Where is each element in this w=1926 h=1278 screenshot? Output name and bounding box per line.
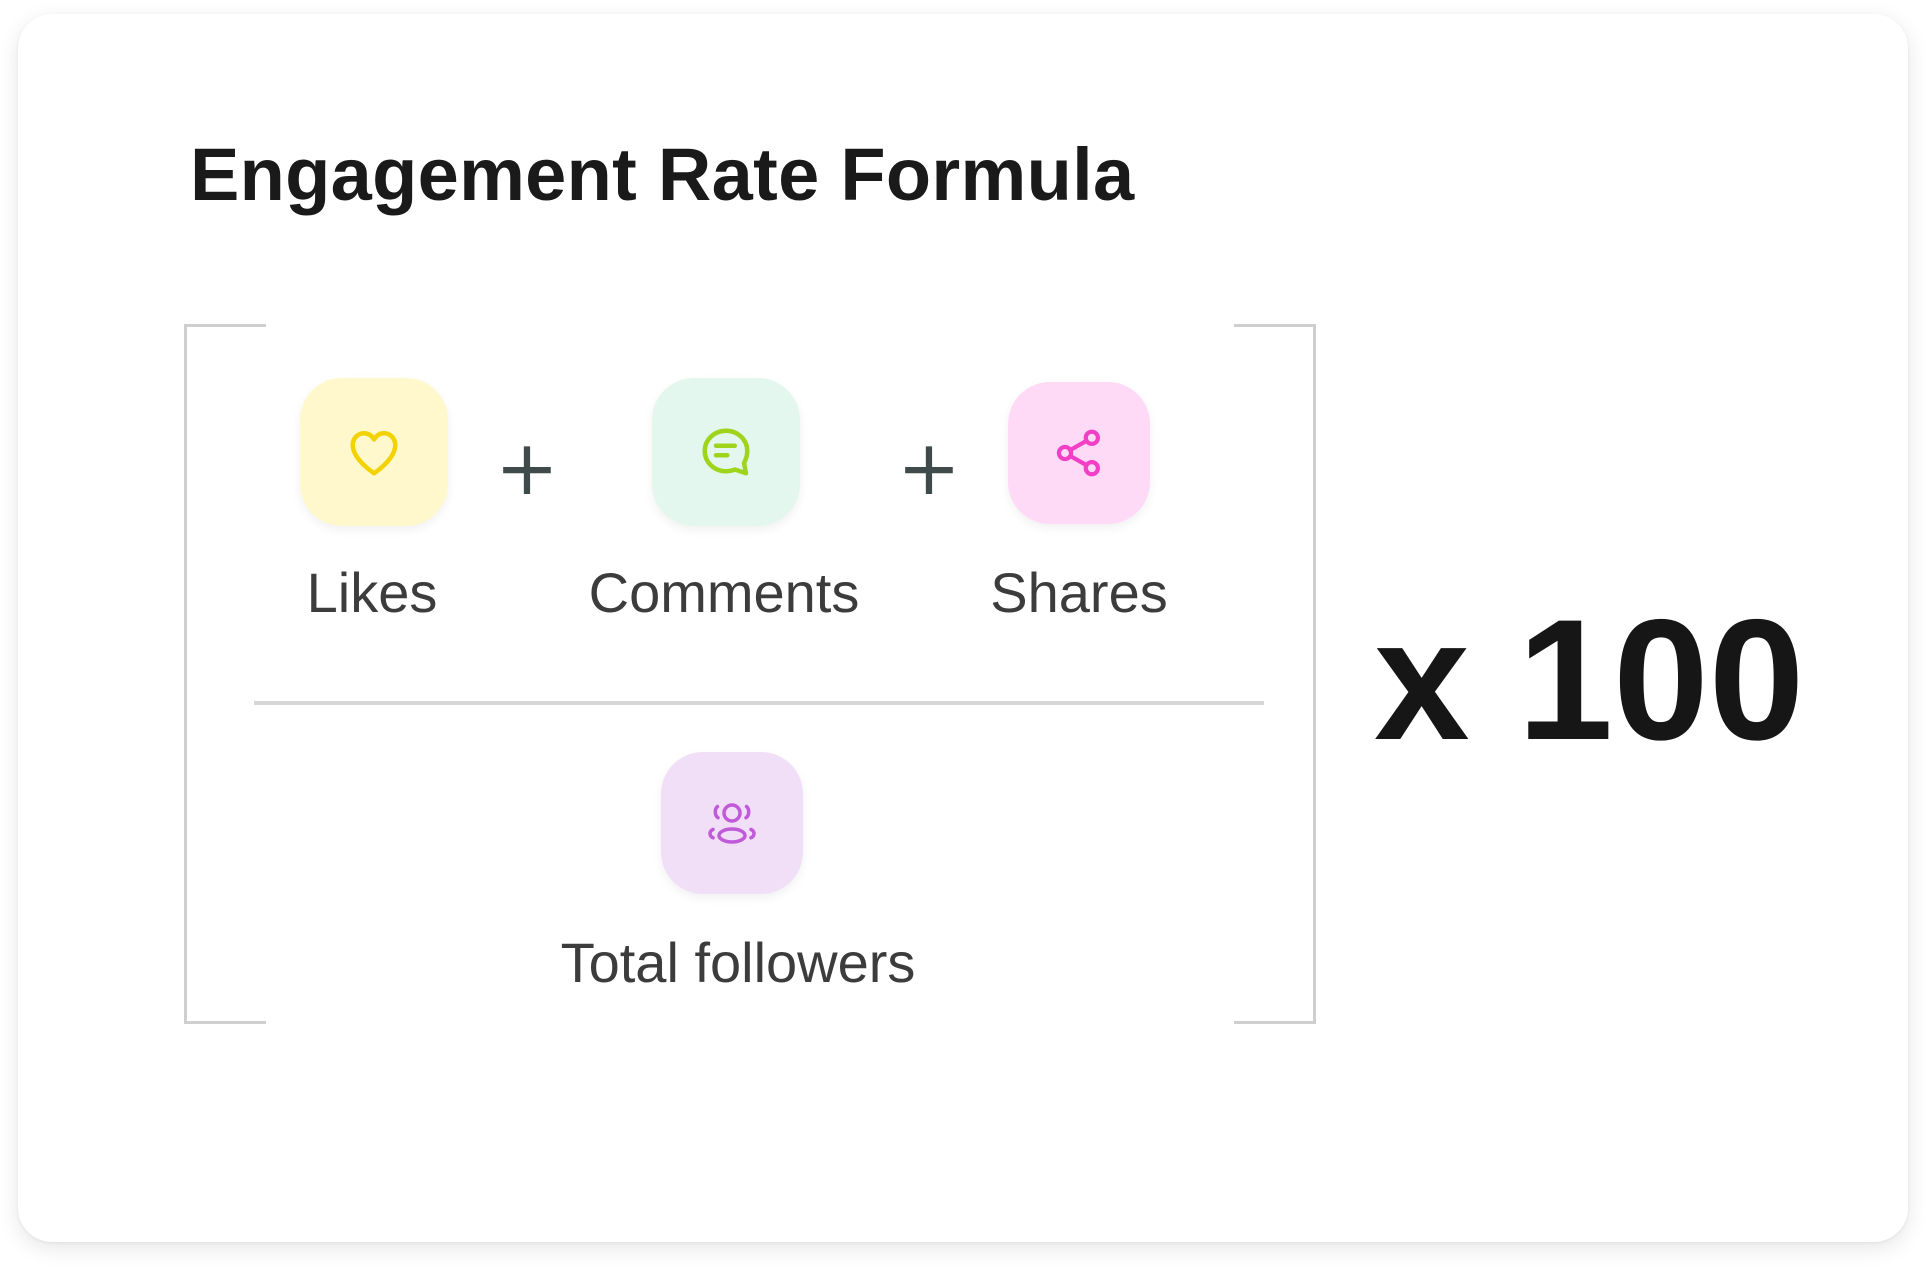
followers-icon bbox=[708, 803, 756, 844]
followers-label: Total followers bbox=[560, 931, 916, 994]
followers-tile bbox=[661, 752, 803, 894]
comment-icon bbox=[702, 428, 750, 476]
left-bracket bbox=[184, 324, 266, 1024]
heart-icon bbox=[350, 431, 398, 476]
plus-sign: + bbox=[897, 423, 961, 512]
likes-label: Likes bbox=[306, 561, 438, 624]
page-title: Engagement Rate Formula bbox=[190, 133, 1135, 216]
multiplier-text: x 100 bbox=[1374, 584, 1805, 776]
formula-card: Engagement Rate Formula Likes + Comments… bbox=[18, 14, 1908, 1242]
fraction-divider bbox=[254, 701, 1264, 705]
right-bracket bbox=[1234, 324, 1316, 1024]
shares-label: Shares bbox=[990, 561, 1168, 624]
plus-sign: + bbox=[495, 423, 559, 512]
comments-label: Comments bbox=[588, 561, 860, 624]
share-icon bbox=[1056, 429, 1100, 477]
likes-tile bbox=[300, 378, 448, 526]
shares-tile bbox=[1008, 382, 1150, 524]
comments-tile bbox=[652, 378, 800, 526]
